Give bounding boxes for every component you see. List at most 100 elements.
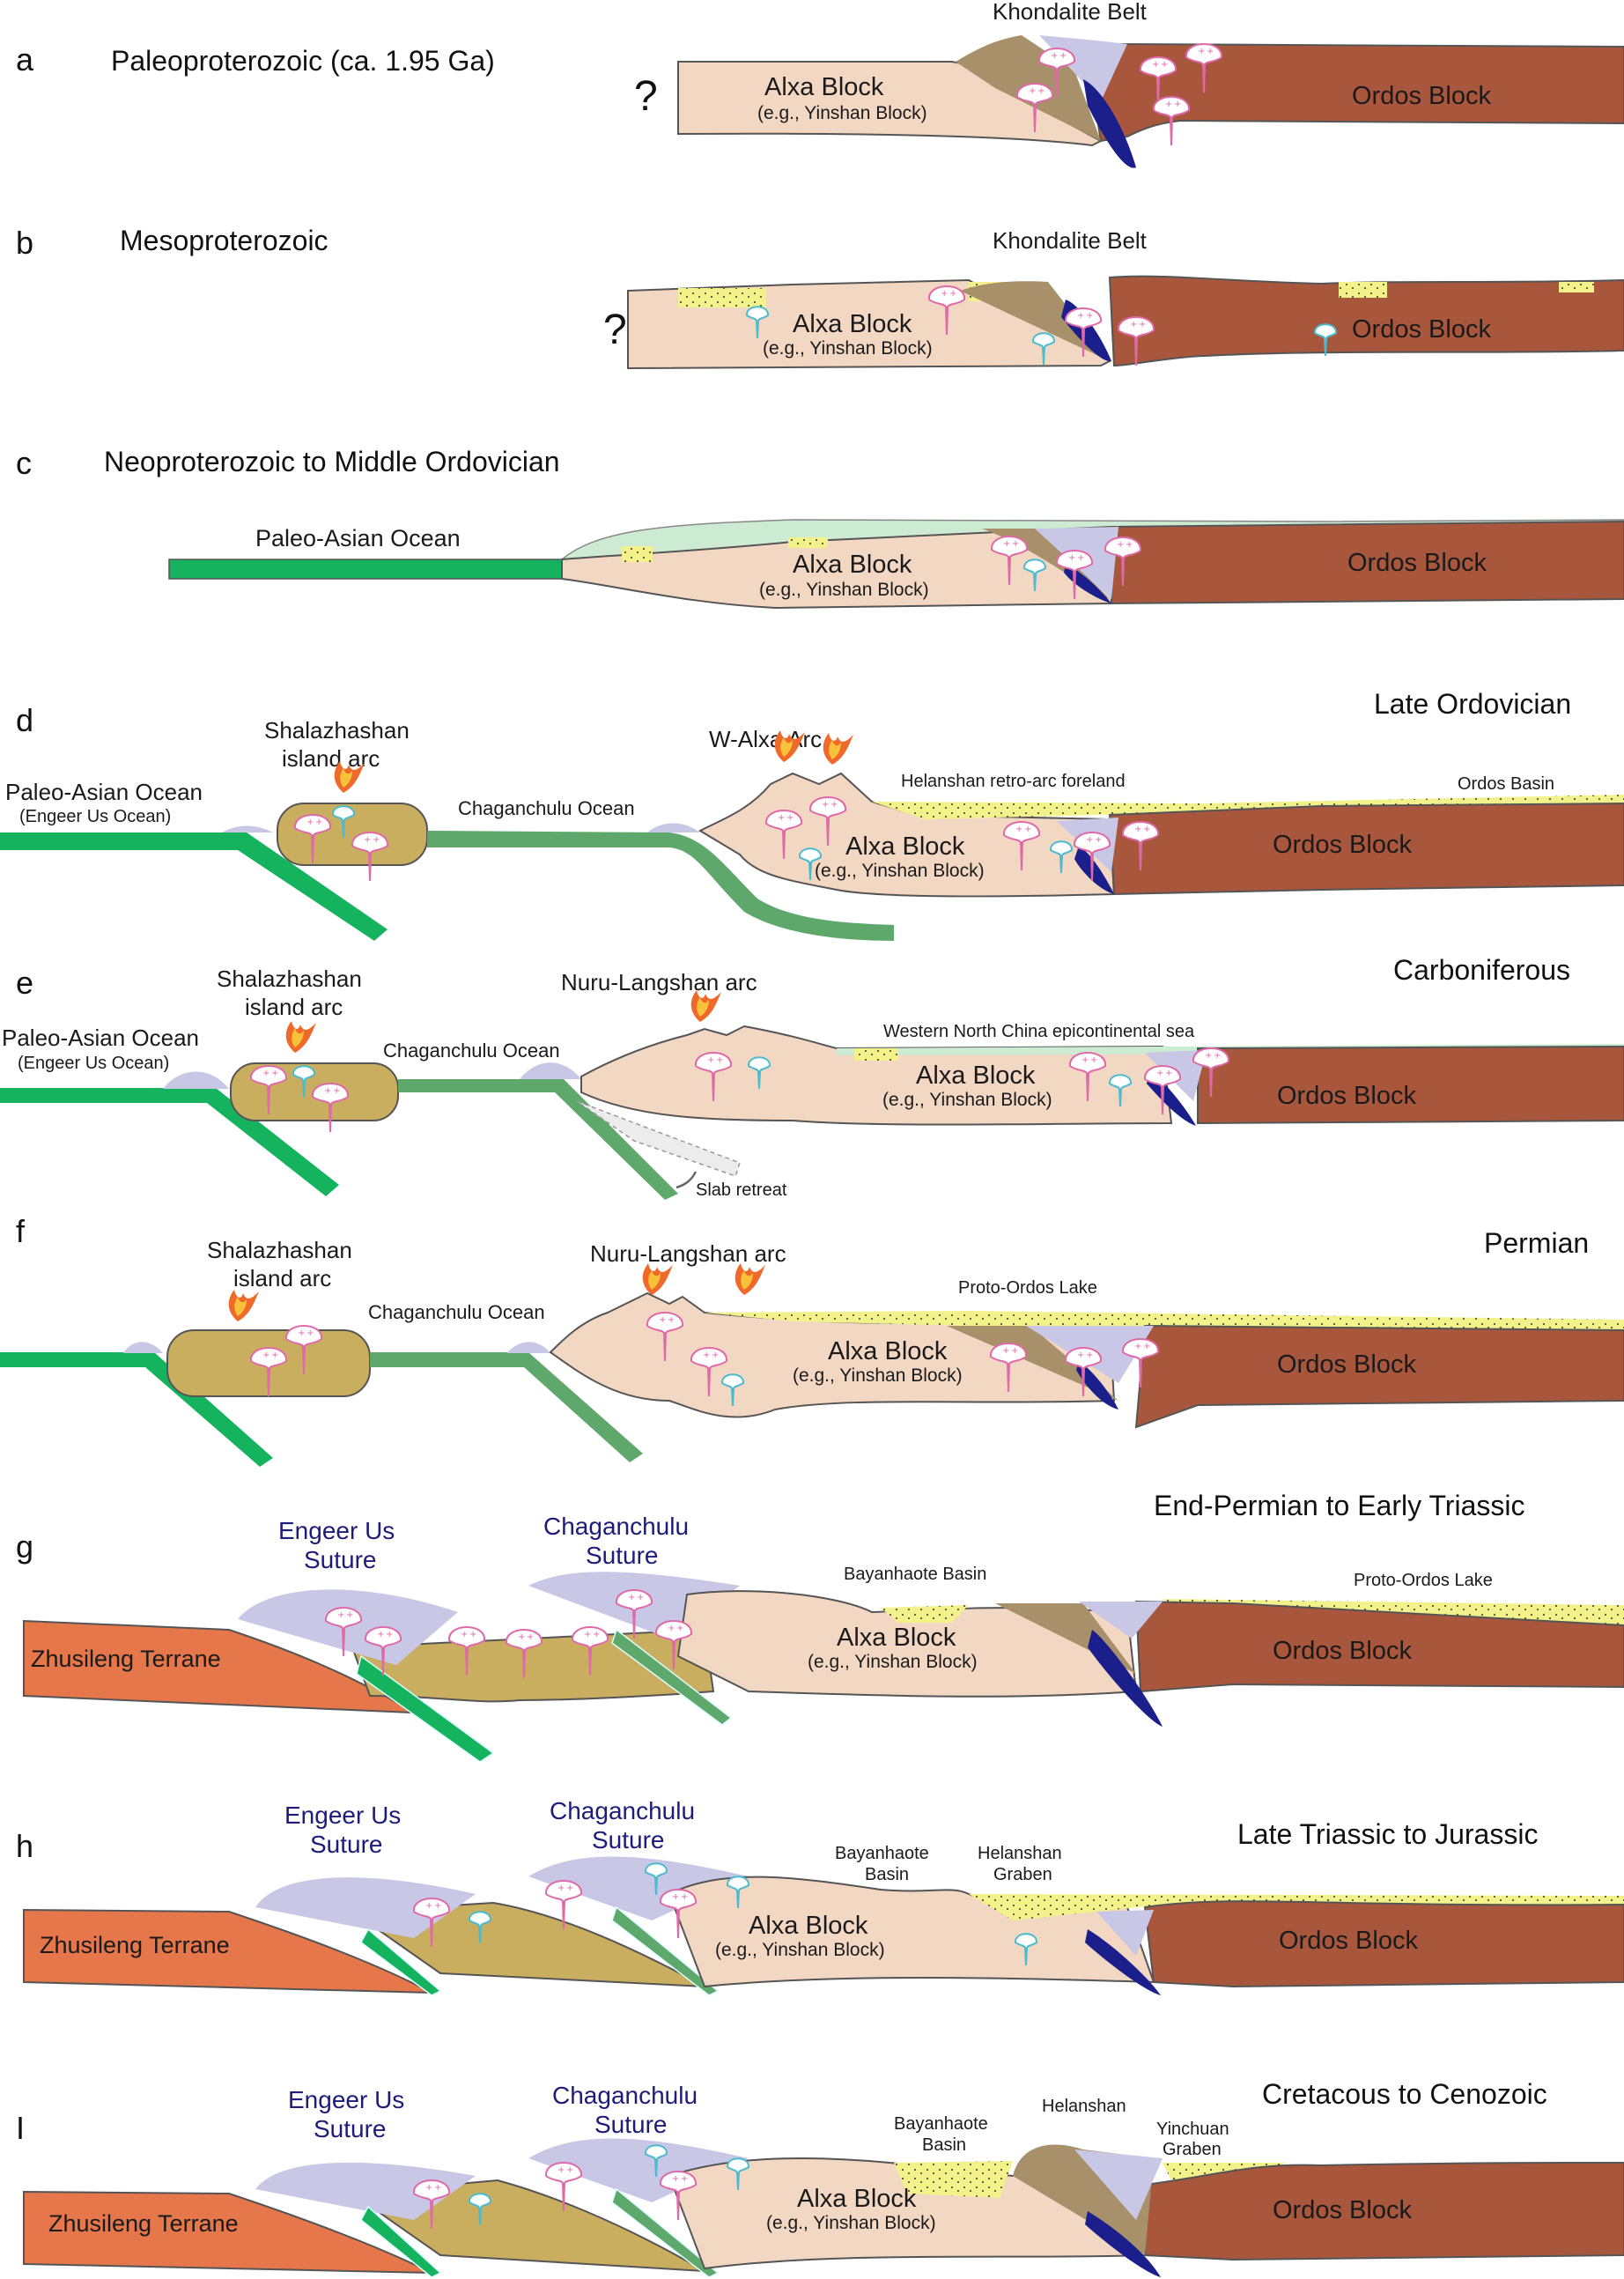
- basin-sediment: [1559, 282, 1594, 292]
- alxa-block-sublabel: (e.g., Yinshan Block): [766, 2213, 936, 2233]
- arc-label: Nuru-Langshan arc: [590, 1240, 786, 1267]
- ordos-block-label: Ordos Block: [1273, 2196, 1412, 2224]
- panel-letter: f: [16, 1213, 26, 1249]
- ocean-sublabel: (Engeer Us Ocean): [19, 807, 171, 826]
- graben-label: Yinchuan: [1156, 2120, 1229, 2139]
- suture-label: Suture: [592, 1826, 665, 1854]
- ordos-block: [1144, 2162, 1624, 2261]
- panel-h: h Late Triassic to Jurassic Engeer Us Su…: [16, 1797, 1624, 1996]
- island-arc-label: island arc: [233, 1265, 331, 1291]
- panel-letter: b: [16, 225, 33, 261]
- alxa-block-label: Alxa Block: [837, 1624, 956, 1652]
- question-mark: ?: [634, 73, 658, 120]
- panel-g: g End-Permian to Early Triassic Engeer U…: [16, 1490, 1624, 1763]
- ocean-sublabel: (Engeer Us Ocean): [18, 1054, 169, 1073]
- suture-label: Suture: [310, 1831, 383, 1858]
- basin-sediment: [622, 546, 653, 562]
- graben-label: Helanshan: [978, 1844, 1062, 1863]
- panel-d: d Late Ordovician Shalazhashan island ar…: [0, 688, 1624, 941]
- ordos-block-label: Ordos Block: [1347, 549, 1487, 577]
- terrane-label: Zhusileng Terrane: [40, 1932, 230, 1958]
- accretionary-prism: [528, 2138, 749, 2202]
- basin-label: Ordos Basin: [1458, 774, 1554, 794]
- alxa-block-label: Alxa Block: [793, 310, 912, 338]
- mafic-body: [1074, 846, 1114, 894]
- ocean-label: Chaganchulu Ocean: [368, 1301, 545, 1323]
- panel-c: c Neoproterozoic to Middle Ordovician Pa…: [16, 445, 1624, 610]
- ordos-block-label: Ordos Block: [1277, 1350, 1416, 1379]
- basin-sediment: [788, 537, 828, 548]
- mafic-body: [1085, 1929, 1161, 1995]
- oceanic-slab: [0, 832, 388, 941]
- panel-letter: c: [16, 445, 32, 481]
- alxa-block-label: Alxa Block: [749, 1912, 868, 1940]
- oceanic-slab: [611, 1905, 720, 1996]
- oceanic-slab: [168, 559, 563, 580]
- volcano-flame-icon: [285, 1021, 316, 1053]
- basin-sediment: [894, 2161, 1013, 2198]
- accretion-zone: [1074, 2150, 1163, 2220]
- panel-f: f Permian Shalazhashan island arc Chagan…: [0, 1213, 1624, 1467]
- accretion-zone: [1079, 1602, 1163, 1639]
- panel-a: a Paleoproterozoic (ca. 1.95 Ga) ? Khond…: [16, 0, 1624, 168]
- oceanic-slab: [398, 1079, 678, 1200]
- basin-label: Basin: [922, 2135, 966, 2155]
- basin-label: Bayanhaote: [894, 2114, 988, 2134]
- basin-sediment: [854, 1048, 898, 1061]
- graben-label: Graben: [1163, 2140, 1222, 2159]
- panel-b: b Mesoproterozoic ? Khondalite Belt Alxa…: [16, 225, 1624, 370]
- suture-label: Engeer Us: [288, 2086, 404, 2113]
- panel-period-title: Mesoproterozoic: [120, 225, 328, 256]
- lake-label: Proto-Ordos Lake: [1354, 1571, 1493, 1590]
- alxa-block-label: Alxa Block: [916, 1062, 1036, 1090]
- graben-label: Graben: [993, 1865, 1052, 1884]
- alxa-block-sublabel: (e.g., Yinshan Block): [808, 1652, 978, 1672]
- panel-letter: g: [16, 1528, 33, 1565]
- ordos-block-label: Ordos Block: [1279, 1927, 1418, 1955]
- ordos-block-label: Ordos Block: [1273, 1637, 1412, 1665]
- alxa-block: [668, 1876, 1155, 1988]
- panel-period-title: Neoproterozoic to Middle Ordovician: [104, 446, 560, 477]
- suture-label: Chaganchulu: [543, 1513, 689, 1540]
- mafic-body: [1083, 79, 1136, 168]
- basin-label: Basin: [865, 1865, 909, 1884]
- slab-retreat-arrow: [675, 1171, 698, 1189]
- ordos-block: [1197, 1045, 1624, 1125]
- oceanic-slab: [0, 1352, 273, 1467]
- alxa-block: [698, 772, 1116, 898]
- panel-letter: I: [16, 2110, 25, 2146]
- panel-period-title: Carboniferous: [1393, 954, 1570, 986]
- panel-letter: d: [16, 702, 33, 738]
- panel-e: e Carboniferous Shalazhashan island arc …: [0, 954, 1624, 1200]
- accretionary-prism: [163, 1071, 229, 1089]
- ocean-label: Paleo-Asian Ocean: [255, 525, 461, 551]
- accretionary-prism: [647, 823, 700, 832]
- oceanic-slab: [0, 1088, 339, 1196]
- basin-label: Bayanhaote Basin: [844, 1565, 986, 1584]
- alxa-block-label: Alxa Block: [845, 832, 965, 861]
- suture-label: Suture: [586, 1542, 659, 1569]
- foreland-label: Helanshan retro-arc foreland: [901, 772, 1126, 791]
- mountain-label: Helanshan: [1042, 2097, 1126, 2116]
- panel-period-title: End-Permian to Early Triassic: [1154, 1490, 1524, 1521]
- alxa-block-label: Alxa Block: [764, 73, 884, 101]
- panel-period-title: Paleoproterozoic (ca. 1.95 Ga): [111, 45, 495, 77]
- accretionary-prism: [222, 825, 273, 832]
- alxa-block: [561, 525, 1113, 610]
- basin-sediment: [1339, 282, 1387, 298]
- suture-label: Engeer Us: [278, 1517, 395, 1544]
- oceanic-slab: [370, 1352, 643, 1462]
- suture-label: Suture: [594, 2111, 668, 2138]
- oceanic-slab: [360, 2205, 442, 2278]
- terrane-label: Zhusileng Terrane: [48, 2210, 239, 2237]
- ordos-block: [1143, 1900, 1624, 1988]
- ordos-block-label: Ordos Block: [1277, 1082, 1416, 1110]
- panel-i: I Cretacous to Cenozoic Engeer Us Suture…: [16, 2078, 1624, 2278]
- volcano-flame-icon: [823, 733, 853, 765]
- basin-sediment: [881, 1605, 969, 1623]
- suture-label: Chaganchulu: [550, 1797, 695, 1824]
- ordos-block: [1108, 275, 1624, 367]
- alxa-block-label: Alxa Block: [793, 551, 912, 579]
- suture-label: Chaganchulu: [552, 2082, 698, 2109]
